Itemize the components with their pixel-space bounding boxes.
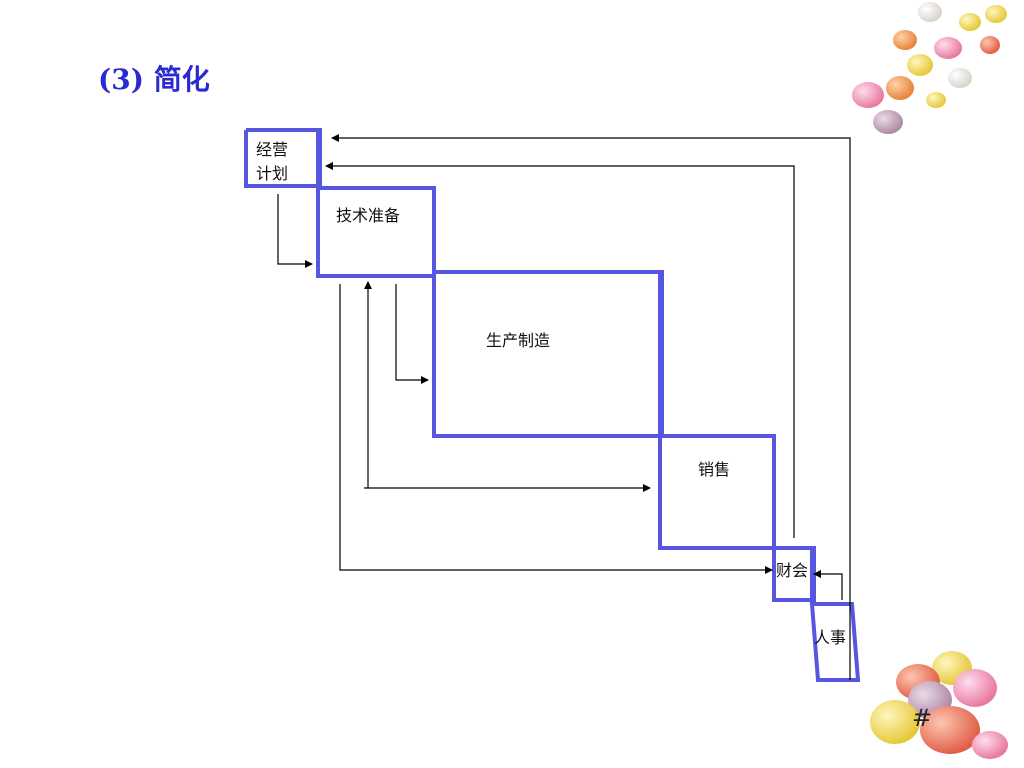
box-sales — [658, 272, 776, 548]
arrow-hr-to-finance — [813, 570, 843, 600]
label-hr: 人事 — [814, 628, 847, 647]
arrow-to-finance — [339, 284, 773, 574]
page-number: # — [912, 704, 933, 732]
feedback-arrows — [277, 134, 851, 680]
box-hr — [809, 550, 861, 682]
slide-title: (3) 简化 — [98, 63, 210, 96]
label-manufacturing: 生产制造 — [486, 331, 551, 350]
arrow-hr-to-planning — [331, 134, 851, 680]
box-manufacturing — [432, 188, 664, 438]
box-borders — [244, 128, 861, 682]
label-planning: 经营 计划 — [256, 138, 288, 186]
label-finance: 财会 — [776, 561, 809, 580]
box-tech-prep — [316, 130, 436, 278]
decor-candy-bottom-right — [870, 651, 1008, 759]
arrow-finance-to-planning — [325, 162, 795, 538]
label-sales: 销售 — [698, 460, 731, 479]
label-planning-line1: 经营 — [256, 140, 289, 159]
label-tech-prep: 技术准备 — [336, 206, 401, 225]
label-planning-line2: 计划 — [256, 164, 289, 183]
arrow-planning-to-tech — [277, 194, 313, 268]
arrow-tech-to-mfg — [395, 284, 429, 384]
